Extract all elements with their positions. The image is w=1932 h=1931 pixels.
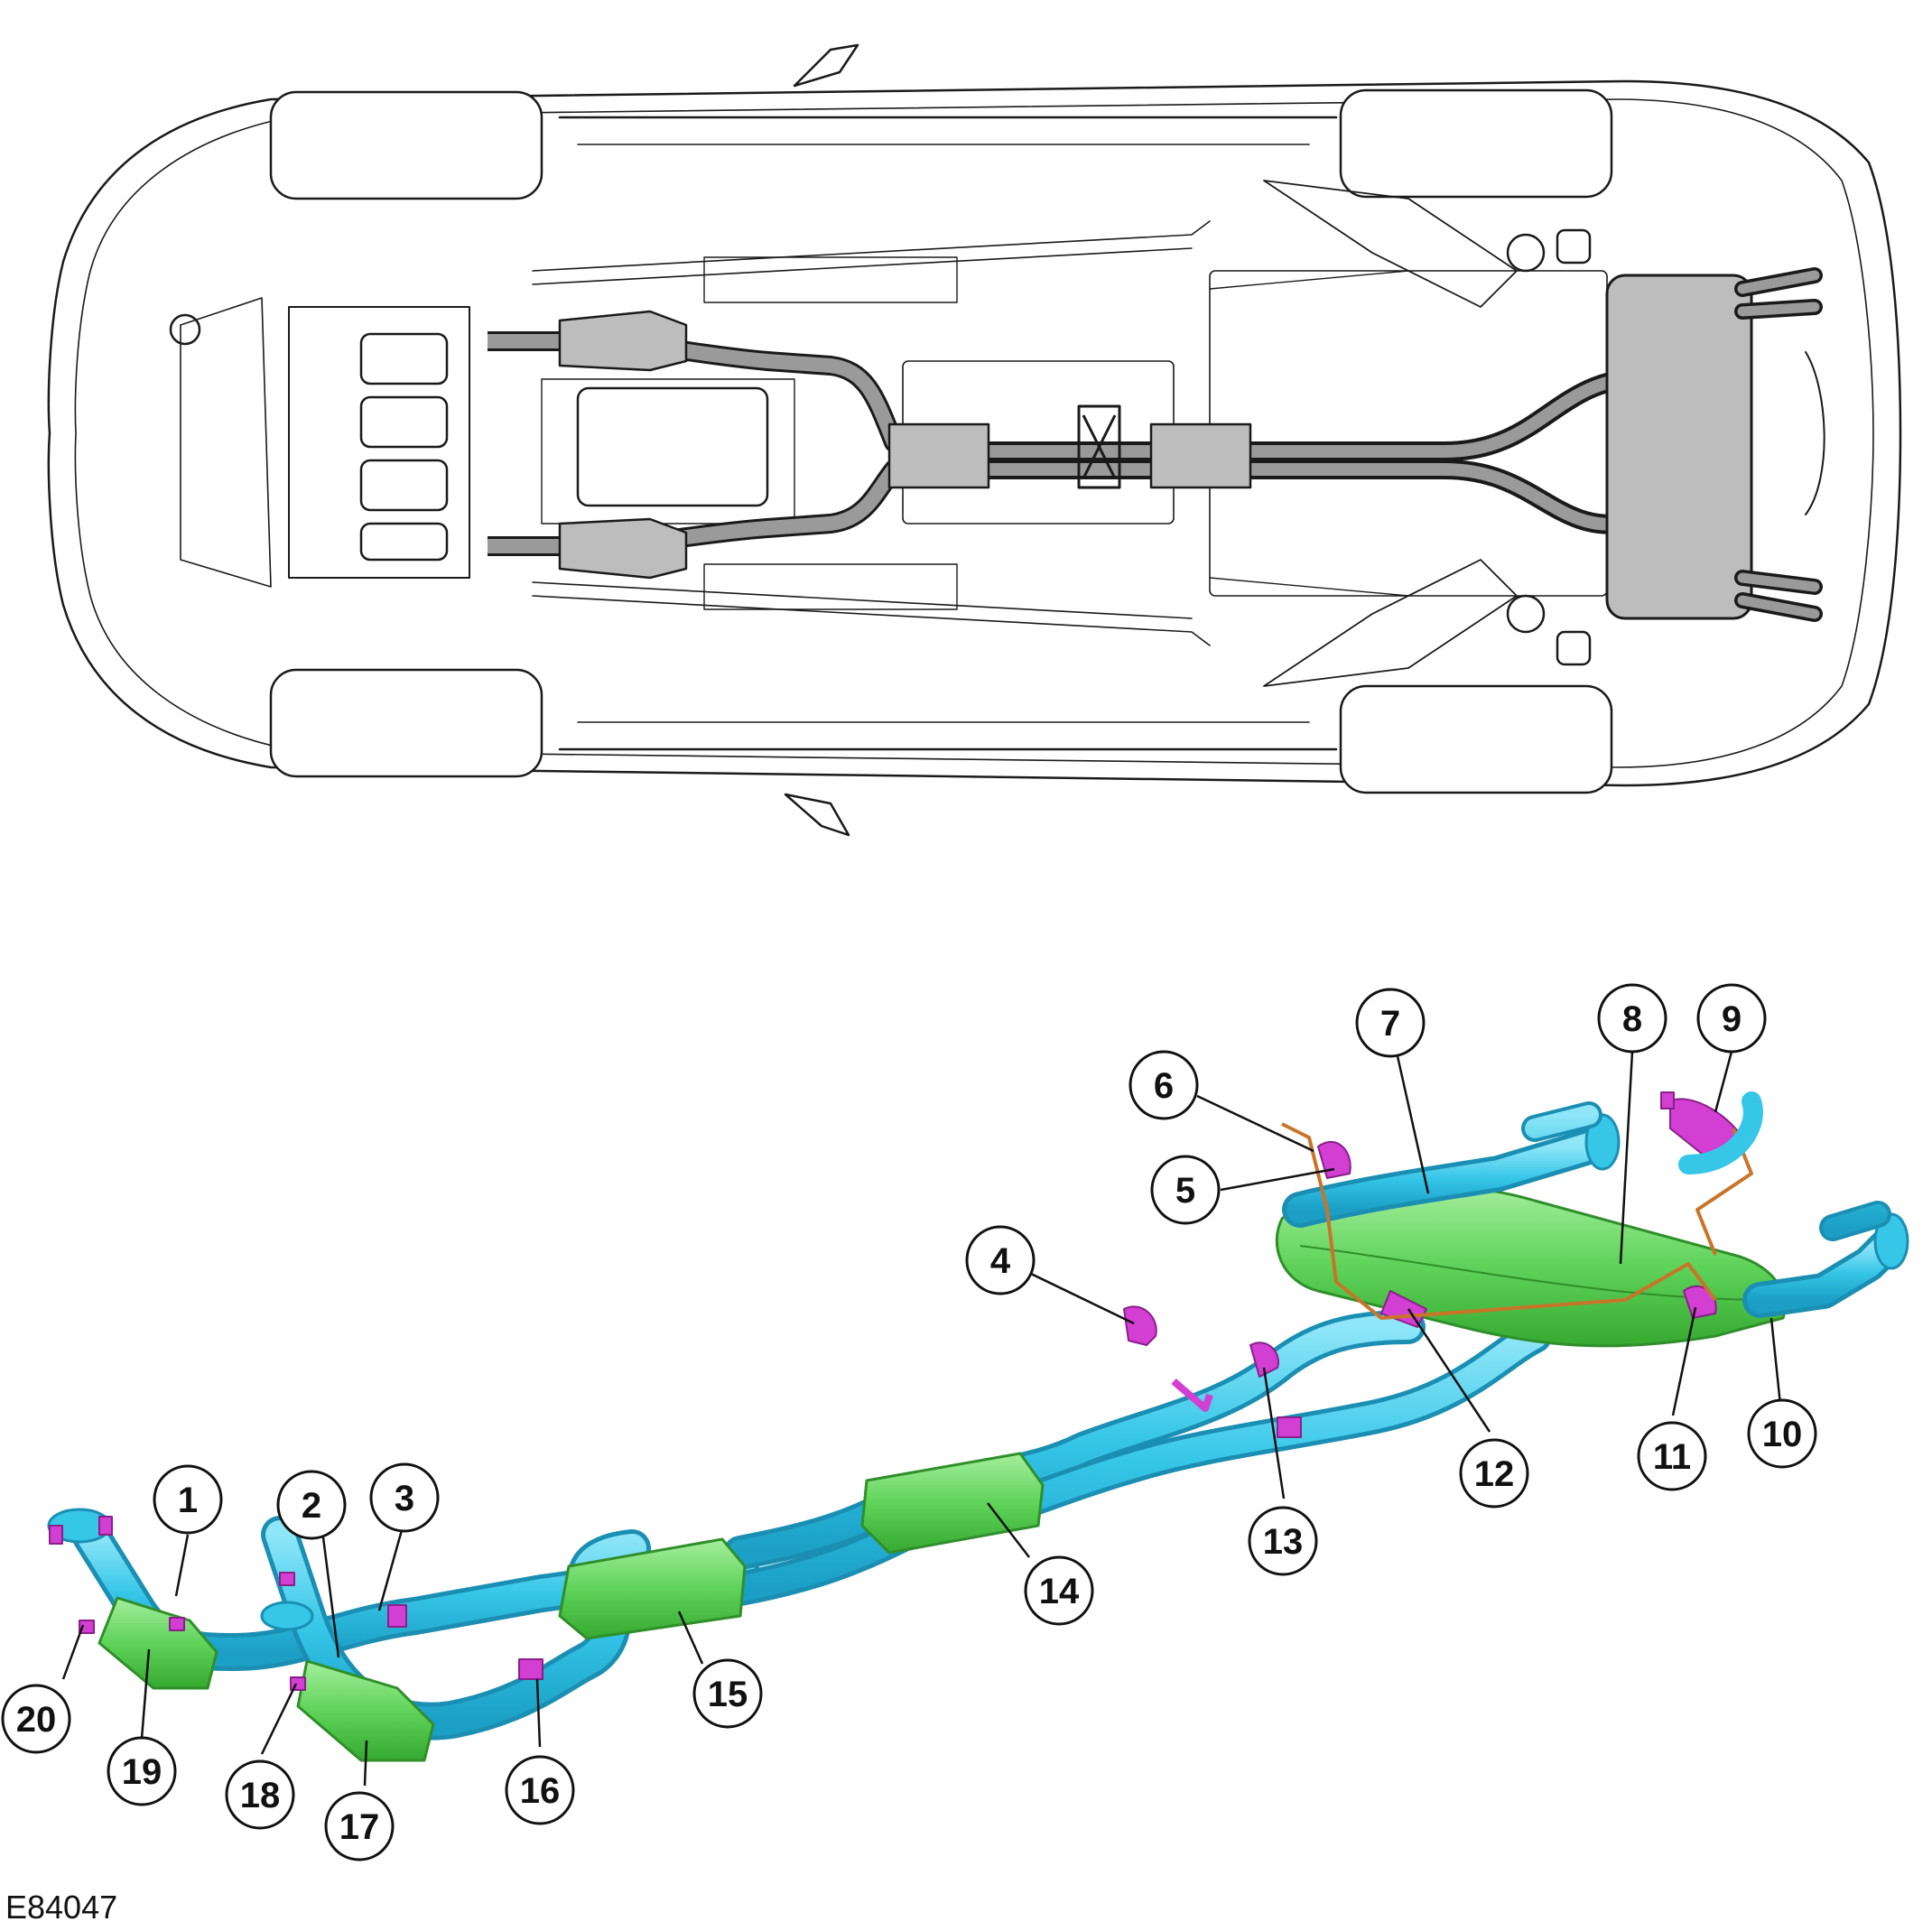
exhaust-top-view xyxy=(488,267,1823,622)
svg-text:16: 16 xyxy=(520,1771,561,1811)
callout-19: 19 xyxy=(107,1736,177,1806)
vehicle-underside-outline xyxy=(47,43,1902,837)
callout-13: 13 xyxy=(1248,1506,1318,1576)
svg-text:19: 19 xyxy=(122,1752,163,1792)
svg-text:13: 13 xyxy=(1263,1522,1304,1562)
callout-16: 16 xyxy=(505,1755,575,1825)
svg-text:20: 20 xyxy=(16,1700,57,1740)
svg-text:17: 17 xyxy=(339,1807,380,1847)
svg-text:12: 12 xyxy=(1474,1454,1515,1494)
svg-text:9: 9 xyxy=(1722,999,1742,1039)
svg-text:4: 4 xyxy=(990,1241,1011,1281)
callout-leaders xyxy=(61,1051,1782,1787)
callout-1: 1 xyxy=(153,1464,223,1535)
callout-14: 14 xyxy=(1024,1555,1094,1626)
svg-text:8: 8 xyxy=(1622,999,1642,1039)
callout-18: 18 xyxy=(225,1759,295,1830)
callout-9: 9 xyxy=(1696,983,1767,1054)
svg-text:1: 1 xyxy=(178,1481,198,1520)
callout-2: 2 xyxy=(276,1470,347,1540)
callout-20: 20 xyxy=(1,1684,71,1754)
callout-6: 6 xyxy=(1129,1050,1199,1120)
callout-8: 8 xyxy=(1597,983,1667,1054)
svg-text:6: 6 xyxy=(1154,1066,1174,1106)
svg-text:14: 14 xyxy=(1039,1572,1080,1611)
figure-id: E84047 xyxy=(5,1889,118,1926)
svg-text:5: 5 xyxy=(1175,1171,1195,1211)
callout-15: 15 xyxy=(692,1658,763,1729)
svg-text:11: 11 xyxy=(1653,1437,1691,1477)
svg-text:3: 3 xyxy=(395,1479,414,1518)
callout-10: 10 xyxy=(1747,1398,1817,1469)
callout-4: 4 xyxy=(965,1225,1036,1295)
exhaust-system-exploded-view xyxy=(47,1091,1909,1762)
callout-3: 3 xyxy=(369,1462,440,1533)
callout-7: 7 xyxy=(1355,988,1426,1058)
callout-17: 17 xyxy=(324,1791,395,1861)
svg-text:7: 7 xyxy=(1380,1004,1400,1044)
svg-text:15: 15 xyxy=(708,1675,748,1714)
callout-11: 11 xyxy=(1637,1421,1707,1491)
callout-12: 12 xyxy=(1459,1438,1529,1509)
svg-text:18: 18 xyxy=(240,1776,281,1815)
svg-text:10: 10 xyxy=(1762,1415,1803,1454)
callout-5: 5 xyxy=(1150,1155,1221,1225)
svg-text:2: 2 xyxy=(302,1486,321,1526)
